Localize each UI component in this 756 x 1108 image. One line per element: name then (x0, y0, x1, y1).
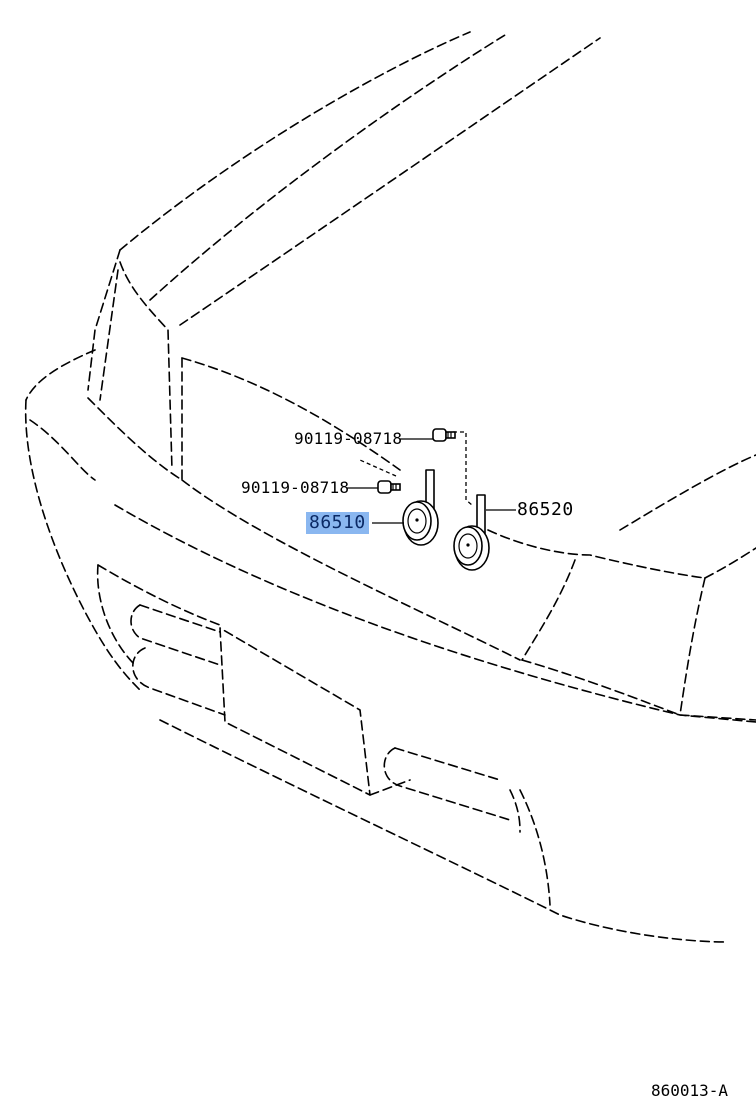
hood-crease-left (149, 34, 506, 301)
bumper-corner-crease (29, 419, 96, 481)
right-headlamp-bottom (521, 659, 681, 716)
fender-line (87, 249, 121, 391)
fog-lamp-left-lower (132, 647, 226, 716)
fog-lamp-left-top (139, 604, 221, 633)
bolt-lower-icon (377, 480, 401, 494)
fog-recess-left-outer (96, 564, 136, 666)
bolt-upper-icon (432, 428, 456, 442)
hood-edge-left (119, 31, 471, 251)
headlamp-edge (119, 261, 173, 471)
right-body-top (487, 529, 706, 579)
fender-inner (99, 269, 119, 401)
right-hood-edge (619, 454, 756, 531)
fog-lamp-right (383, 747, 511, 821)
diagram-reference-code: 860013-A (651, 1081, 729, 1100)
bumper-face-crease (114, 504, 756, 723)
right-headlamp-side (679, 577, 706, 716)
plate-recess-corner (369, 779, 411, 796)
callout-bolt-lower[interactable]: 90119-08718 (241, 478, 350, 497)
fog-recess-left-top (97, 564, 221, 626)
bumper-corner-top (25, 349, 96, 401)
right-fender-top (704, 547, 756, 579)
hood-crease-center (179, 37, 601, 326)
fog-recess-right-edge (509, 789, 521, 833)
fog-lamp-left-upper (130, 604, 221, 666)
horn-high-icon (453, 494, 490, 571)
bumper-right-lower (519, 789, 551, 906)
mount-line-lower (359, 459, 397, 477)
right-headlamp-edge (521, 559, 576, 661)
license-plate-recess (219, 627, 371, 796)
right-bumper-line (679, 714, 756, 721)
callout-bolt-upper[interactable]: 90119-08718 (294, 429, 403, 448)
bumper-top-edge (181, 479, 521, 661)
bumper-corner-side (24, 399, 141, 691)
horn-low-icon (402, 469, 439, 546)
bumper-bottom-edge (159, 719, 727, 943)
callout-horn-low[interactable]: 86510 (306, 512, 369, 534)
headlamp-bottom (87, 397, 183, 481)
callout-horn-high[interactable]: 86520 (517, 499, 574, 520)
grille-top-edge (181, 357, 401, 471)
mount-line-upper (453, 431, 473, 506)
fog-lamp-right-top (394, 747, 501, 781)
